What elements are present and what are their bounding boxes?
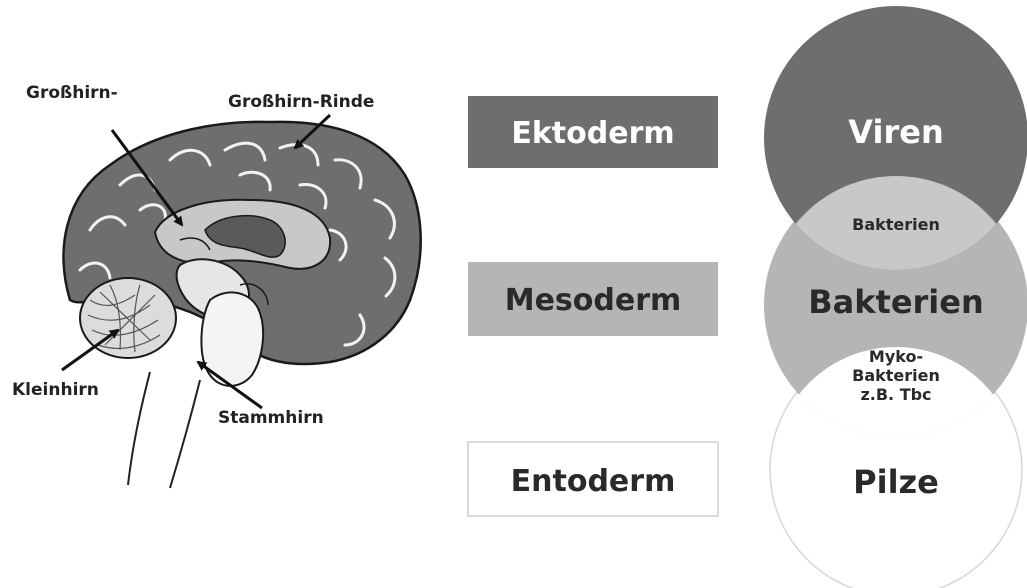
label-grosshirn-rinde: Großhirn-Rinde xyxy=(228,92,374,112)
ektoderm-label: Ektoderm xyxy=(511,116,674,151)
entoderm-label: Entoderm xyxy=(511,464,676,499)
bakterien-label: Bakterien xyxy=(808,283,984,321)
label-stammhirn: Stammhirn xyxy=(218,408,324,428)
label-grosshirn: Großhirn- xyxy=(26,83,118,103)
mesoderm-label: Mesoderm xyxy=(505,283,682,318)
myko-label-line3: z.B. Tbc xyxy=(860,385,931,404)
bakterien-small-label: Bakterien xyxy=(852,215,940,234)
brain-illustration: Großhirn- Großhirn-Rinde Kleinhirn Stamm… xyxy=(12,83,421,488)
brainstem-outline-icon xyxy=(128,372,150,485)
organism-circles: Viren Bakterien Bakterien Myko- Bakterie… xyxy=(764,6,1027,588)
pilze-label: Pilze xyxy=(853,463,939,501)
label-kleinhirn: Kleinhirn xyxy=(12,380,99,400)
myko-label-line1: Myko- xyxy=(869,347,923,366)
germ-layers: Ektoderm Mesoderm Entoderm xyxy=(468,96,718,516)
myko-label-line2: Bakterien xyxy=(852,366,940,385)
viren-label: Viren xyxy=(848,113,943,151)
